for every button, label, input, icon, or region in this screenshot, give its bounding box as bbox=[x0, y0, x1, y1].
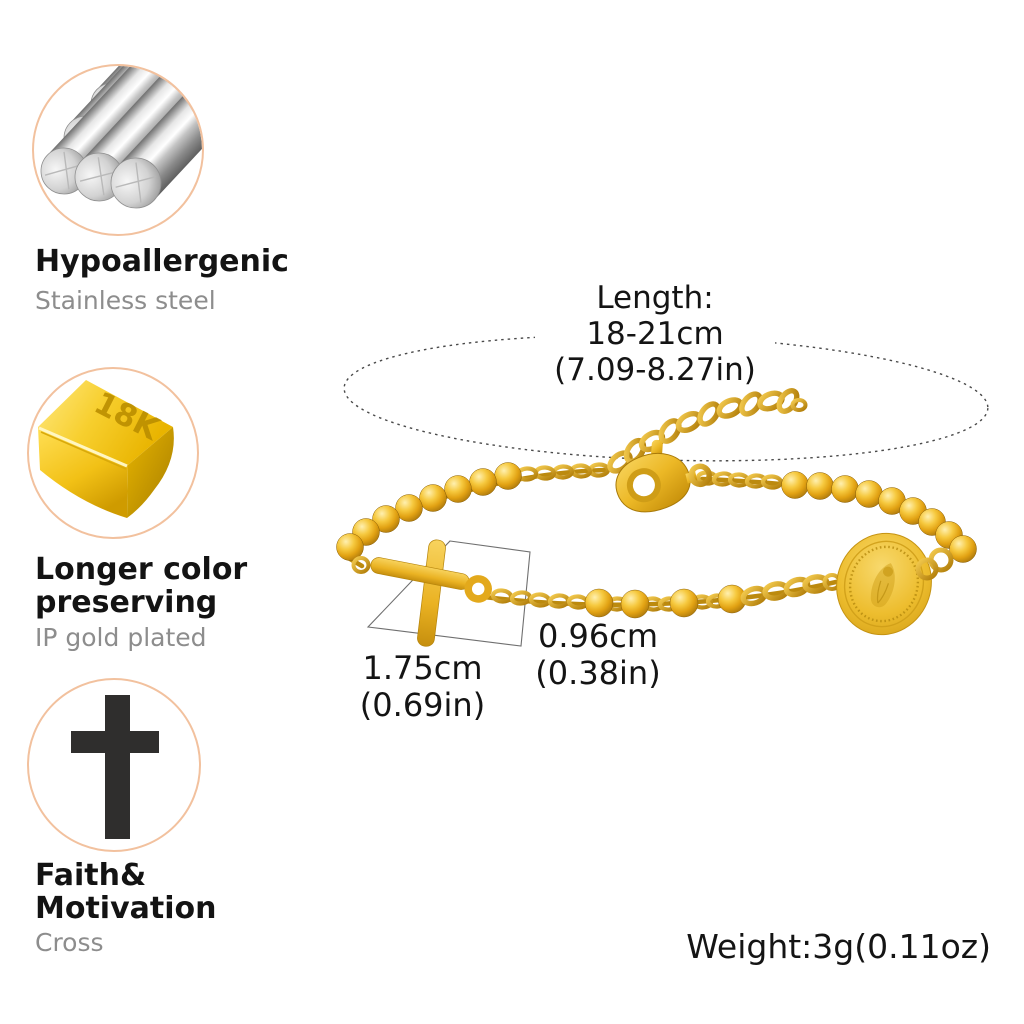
weight-annotation: Weight:3g(0.11oz) bbox=[686, 927, 991, 966]
badge-subtitle-cross: Cross bbox=[35, 928, 104, 957]
badge-title-line: preserving bbox=[35, 585, 218, 620]
length-annotation: Length: 18-21cm (7.09-8.27in) bbox=[535, 280, 775, 388]
cross-size-cm: 1.75cm bbox=[362, 649, 483, 687]
badge-title-color-preserving: Longer color preserving bbox=[35, 553, 247, 619]
bead-size-annotation: 0.96cm (0.38in) bbox=[527, 618, 669, 692]
lobster-clasp bbox=[615, 439, 712, 513]
length-value-in: (7.09-8.27in) bbox=[554, 352, 756, 388]
bead-size-in: (0.38in) bbox=[535, 654, 661, 692]
badge-title-line: Longer color bbox=[35, 552, 248, 587]
cross-icon bbox=[27, 678, 201, 852]
bead-chain-bottom bbox=[490, 573, 842, 619]
cross-charm bbox=[370, 539, 492, 647]
bead-chain-right bbox=[695, 470, 977, 563]
gold-bar-icon: 18K bbox=[27, 367, 199, 539]
badge-subtitle-ip-gold-plated: IP gold plated bbox=[35, 623, 207, 652]
gold-bar: 18K bbox=[38, 380, 174, 518]
badge-circle-border bbox=[32, 64, 204, 236]
bead-size-cm: 0.96cm bbox=[537, 617, 658, 655]
badge-circle-border bbox=[27, 678, 201, 852]
cross-size-annotation: 1.75cm (0.69in) bbox=[345, 650, 500, 724]
badge-title-line: Hypoallergenic bbox=[35, 244, 289, 279]
bead-chain-left bbox=[336, 462, 611, 574]
badge-title-line: Faith& bbox=[35, 858, 147, 893]
cross-size-in: (0.69in) bbox=[359, 686, 486, 724]
length-dashed-ellipse bbox=[343, 334, 989, 462]
length-label: Length: bbox=[596, 280, 714, 316]
medallion-charm bbox=[836, 532, 932, 636]
badge-circle-border bbox=[27, 367, 199, 539]
cross-glyph bbox=[71, 695, 159, 839]
badge-subtitle-stainless-steel: Stainless steel bbox=[35, 286, 216, 315]
steel-rods-icon bbox=[32, 64, 204, 236]
badge-title-line: Motivation bbox=[35, 891, 217, 926]
medallion-jump-rings bbox=[915, 547, 954, 581]
cross-measurement-box bbox=[366, 540, 531, 647]
length-value-cm: 18-21cm bbox=[586, 316, 724, 352]
badge-title-hypoallergenic: Hypoallergenic bbox=[35, 245, 289, 278]
badge-title-faith-motivation: Faith& Motivation bbox=[35, 859, 216, 925]
